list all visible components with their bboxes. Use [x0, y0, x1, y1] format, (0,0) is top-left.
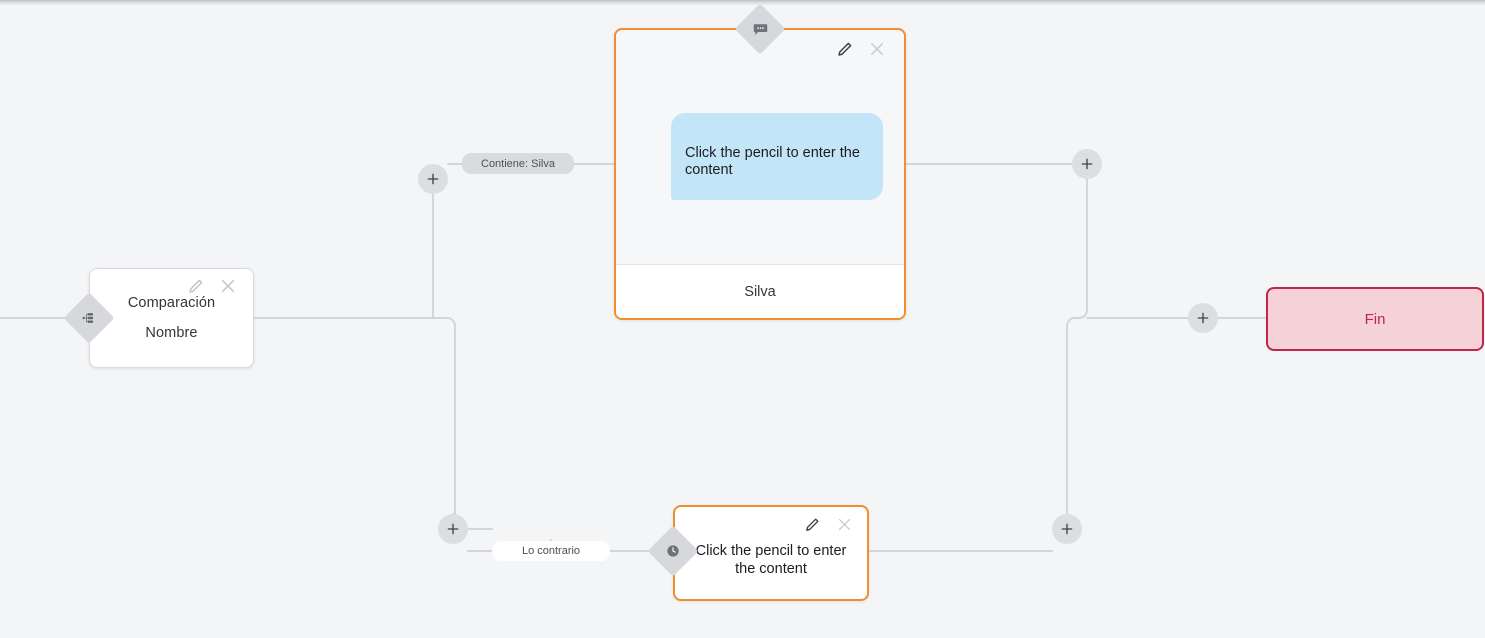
branch-split-icon	[71, 300, 107, 336]
edge-label-false[interactable]: Lo contrario	[492, 541, 610, 561]
end-node-label: Fin	[1364, 310, 1386, 328]
close-icon[interactable]	[219, 277, 237, 295]
delay-card-actions	[803, 516, 853, 534]
node-message[interactable]: Click the pencil to enter the content Si…	[614, 28, 906, 320]
message-bubble: Click the pencil to enter the content	[671, 113, 883, 200]
comparison-title: Comparación	[127, 295, 216, 311]
add-node-branch-false-right[interactable]	[1052, 514, 1082, 544]
edge-label-true[interactable]: Contiene: Silva	[462, 153, 574, 174]
close-icon[interactable]	[835, 516, 853, 534]
add-node-branch-true-right[interactable]	[1072, 149, 1102, 179]
add-node-branch-true-left[interactable]	[418, 164, 448, 194]
pencil-icon[interactable]	[803, 516, 821, 534]
node-delay[interactable]: Click the pencil to enter the content	[673, 505, 869, 601]
add-node-branch-false-left[interactable]	[438, 514, 468, 544]
comparison-subtitle: Nombre	[145, 325, 198, 341]
delay-text: Click the pencil to enter the content	[695, 542, 847, 577]
clock-icon	[655, 533, 691, 569]
comparison-card-actions	[187, 277, 237, 295]
message-card-actions	[836, 40, 886, 58]
pencil-icon[interactable]	[187, 277, 205, 295]
message-body: Click the pencil to enter the content	[616, 30, 904, 264]
speech-bubble-icon	[742, 11, 778, 47]
close-icon[interactable]	[868, 40, 886, 58]
node-comparison[interactable]: Comparación Nombre	[89, 268, 254, 368]
window-top-edge	[0, 0, 1485, 5]
pencil-icon[interactable]	[836, 40, 854, 58]
add-node-before-end[interactable]	[1188, 303, 1218, 333]
node-end[interactable]: Fin	[1266, 287, 1484, 351]
message-footer-label: Silva	[616, 264, 904, 318]
